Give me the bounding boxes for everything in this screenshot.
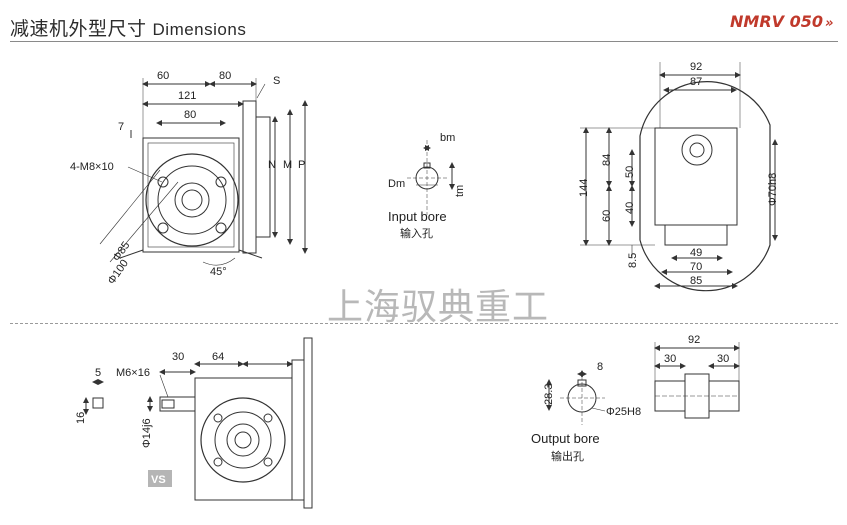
dim-28-3: 28.3 bbox=[543, 384, 555, 405]
dim-80-inner: 80 bbox=[184, 109, 196, 121]
vs-badge-text: VS bbox=[151, 474, 166, 486]
dim-40: 40 bbox=[624, 202, 636, 214]
dim-30-right: 30 bbox=[717, 353, 729, 365]
title-english: Dimensions bbox=[152, 20, 247, 39]
dim-50: 50 bbox=[624, 166, 636, 178]
side-view-labels: 92 87 84 50 144 60 40 Φ70h8 8.5 49 70 85 bbox=[578, 61, 779, 287]
dim-phi70h8: Φ70h8 bbox=[767, 173, 779, 206]
dim-30-left: 30 bbox=[664, 353, 676, 365]
output-shaft-drawing bbox=[654, 342, 740, 419]
header-divider bbox=[10, 41, 838, 42]
output-bore-drawing bbox=[546, 370, 606, 425]
vs-badge: VS bbox=[148, 470, 172, 487]
dim-m6x16: M6×16 bbox=[116, 367, 150, 379]
dim-8: 8 bbox=[597, 361, 603, 373]
chevron-right-icon: » bbox=[824, 16, 834, 31]
motor-flange bbox=[242, 100, 257, 254]
input-bore-title-cn: 输入孔 bbox=[400, 226, 433, 240]
input-bore-labels: bm Dm tm Input bore 输入孔 bbox=[388, 132, 466, 240]
side-view-drawing bbox=[580, 62, 778, 292]
side-housing bbox=[654, 127, 738, 226]
dim-m: M bbox=[283, 159, 292, 171]
dim-64: 64 bbox=[212, 351, 224, 363]
dim-phi100: Φ100 bbox=[106, 258, 131, 287]
output-bore-title-cn: 输出孔 bbox=[551, 449, 584, 463]
dim-tm: tm bbox=[454, 185, 466, 197]
title-chinese: 减速机外型尺寸 bbox=[10, 18, 147, 40]
dim-45deg: 45° bbox=[210, 266, 227, 278]
dim-phi25h8: Φ25H8 bbox=[606, 406, 641, 418]
input-bore-title: Input bore bbox=[388, 209, 447, 224]
input-shaft bbox=[159, 396, 196, 412]
dim-92: 92 bbox=[690, 61, 702, 73]
dim-84: 84 bbox=[601, 154, 613, 166]
output-bore-title: Output bore bbox=[531, 431, 600, 446]
section-divider bbox=[10, 323, 838, 324]
dim-dm: Dm bbox=[388, 178, 405, 190]
dim-p: P bbox=[298, 159, 305, 171]
dim-60: 60 bbox=[157, 70, 169, 82]
dim-phi14j6: Φ14j6 bbox=[141, 418, 153, 448]
dim-5: 5 bbox=[95, 367, 101, 379]
front-view-drawing bbox=[99, 78, 308, 266]
dim-85: 85 bbox=[690, 275, 702, 287]
outer-circle bbox=[145, 153, 239, 247]
dim-30-top: 30 bbox=[172, 351, 184, 363]
watermark: 上海驭典重工 bbox=[327, 287, 550, 328]
dim-s: S bbox=[273, 75, 280, 87]
dim-121: 121 bbox=[178, 90, 196, 102]
dim-144: 144 bbox=[578, 179, 590, 197]
dim-7: 7 bbox=[118, 121, 124, 133]
gearbox-body bbox=[142, 137, 240, 253]
input-bore-drawing bbox=[407, 140, 455, 215]
dim-87: 87 bbox=[690, 76, 702, 88]
dim-8-5: 8.5 bbox=[627, 253, 639, 268]
output-shaft-labels: 92 30 30 bbox=[664, 334, 729, 365]
dim-60-side: 60 bbox=[601, 210, 613, 222]
dim-70: 70 bbox=[690, 261, 702, 273]
page-title: 减速机外型尺寸 Dimensions bbox=[10, 14, 246, 41]
dim-n: N bbox=[268, 159, 276, 171]
dim-92-shaft: 92 bbox=[688, 334, 700, 346]
top-view-labels: 5 16 M6×16 30 64 Φ14j6 bbox=[75, 351, 224, 448]
dim-16: 16 bbox=[75, 412, 87, 424]
output-bore-labels: 8 28.3 Φ25H8 Output bore 输出孔 bbox=[531, 361, 641, 463]
dim-bm: bm bbox=[440, 132, 455, 144]
model-name: NMRV 050 bbox=[730, 12, 823, 31]
dim-bolt-holes: 4-M8×10 bbox=[70, 161, 114, 173]
dim-49: 49 bbox=[690, 247, 702, 259]
top-view-drawing bbox=[83, 337, 313, 509]
model-badge: NMRV 050» bbox=[730, 12, 833, 31]
dim-80-top: 80 bbox=[219, 70, 231, 82]
